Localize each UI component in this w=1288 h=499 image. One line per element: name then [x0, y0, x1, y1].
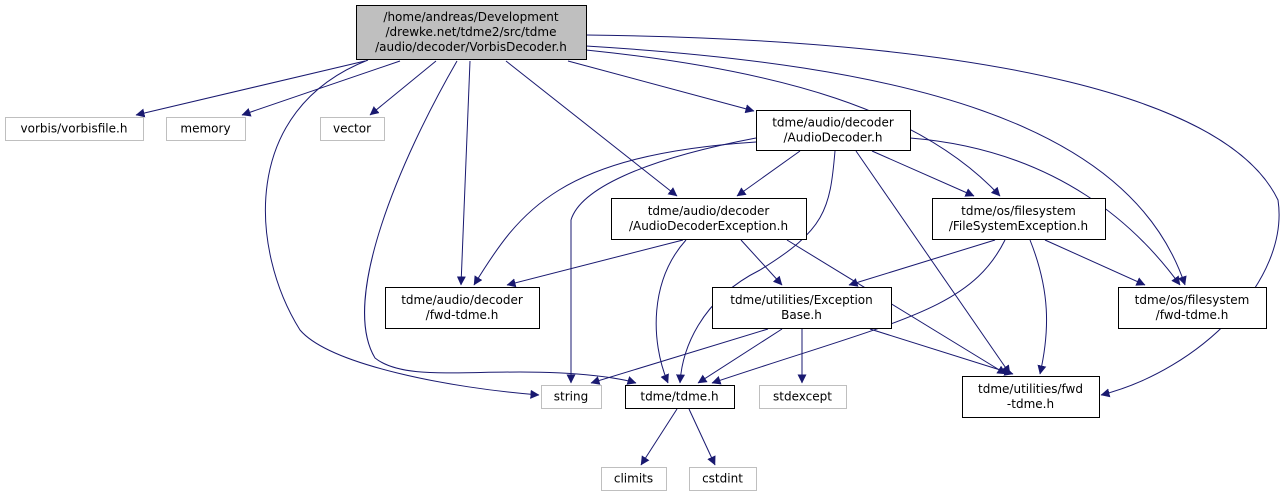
edge-vorbisdecoder-to-audiodecoder	[567, 60, 755, 114]
node-label-line: tdme/tdme.h	[640, 390, 718, 404]
node-box	[1118, 287, 1267, 329]
nodes-layer: /home/andreas/Development/drewke.net/tdm…	[5, 5, 1267, 491]
edge-audiodecoder-to-utilities_fwd	[855, 150, 1011, 375]
edge-vorbisdecoder-to-memory	[241, 60, 401, 117]
edge-vorbisdecoder-to-filesystemexception	[585, 49, 1001, 197]
edge-vorbisdecoder-to-utilities_fwd	[585, 34, 1280, 398]
edge-audiodecoderexception-to-utilities_fwd	[786, 239, 1007, 375]
node-label-line: /drewke.net/tdme2/src/tdme	[385, 25, 556, 39]
edge-vorbisdecoder-to-filesystem_fwd	[585, 45, 1187, 286]
node-label-line: tdme/audio/decoder	[772, 116, 894, 130]
edge-audiodecoderexception-to-exceptionbase	[740, 239, 783, 286]
edge-audiodecoder-to-string	[566, 137, 757, 384]
node-label-line: string	[554, 390, 588, 404]
node-box	[962, 376, 1100, 418]
node-label-line: tdme/audio/decoder	[401, 293, 523, 307]
edge-vorbisdecoder-to-string	[264, 59, 540, 399]
node-box	[601, 467, 667, 491]
node-label-line: memory	[180, 122, 230, 136]
node-decoder_fwd[interactable]: tdme/audio/decoder/fwd-tdme.h	[385, 287, 540, 329]
node-box	[5, 117, 144, 141]
node-box	[611, 198, 807, 240]
edge-tdme-to-climits	[640, 408, 678, 466]
node-label-line: -tdme.h	[1007, 397, 1054, 411]
edge-vorbisdecoder-to-audiodecoderexception	[505, 60, 678, 197]
node-box	[356, 5, 587, 60]
node-label-line: stdexcept	[773, 390, 832, 404]
node-label-line: /fwd-tdme.h	[426, 308, 499, 322]
edge-audiodecoder-to-filesystemexception	[871, 150, 975, 197]
edge-filesystemexception-to-utilities_fwd	[1029, 239, 1048, 375]
edge-audiodecoderexception-to-decoder_fwd	[506, 239, 684, 288]
edge-exceptionbase-to-utilities_fwd	[869, 328, 1014, 376]
node-label-line: vector	[333, 122, 371, 136]
edge-vorbisdecoder-to-vorbisfile	[135, 60, 366, 118]
edge-vorbisdecoder-to-tdme	[364, 60, 637, 385]
node-box	[756, 110, 911, 151]
node-label-line: climits	[614, 472, 653, 486]
node-box	[385, 287, 540, 329]
node-box	[689, 467, 757, 491]
node-box	[932, 198, 1106, 240]
node-label-line: /FileSystemException.h	[949, 219, 1088, 233]
node-label-line: tdme/utilities/fwd	[978, 382, 1083, 396]
edge-filesystemexception-to-filesystem_fwd	[1044, 239, 1146, 286]
node-box	[712, 287, 892, 329]
node-label-line: /AudioDecoder.h	[784, 131, 883, 145]
edge-vorbisdecoder-to-vector	[369, 60, 437, 116]
node-string: string	[541, 385, 602, 409]
edge-tdme-to-cstdint	[688, 408, 716, 466]
node-label-line: /audio/decoder/VorbisDecoder.h	[375, 40, 567, 54]
edge-exceptionbase-to-tdme	[697, 328, 783, 384]
node-label-line: /home/andreas/Development	[383, 10, 558, 24]
node-box	[625, 385, 735, 409]
node-label-line: tdme/utilities/Exception	[730, 293, 873, 307]
edge-filesystemexception-to-exceptionbase	[848, 239, 996, 287]
node-label-line: /AudioDecoderException.h	[629, 219, 788, 233]
edge-audiodecoder-to-audiodecoderexception	[736, 150, 801, 197]
node-label-line: cstdint	[702, 472, 743, 486]
node-label-line: tdme/audio/decoder	[648, 204, 770, 218]
node-box	[541, 385, 602, 409]
node-stdexcept: stdexcept	[759, 385, 847, 409]
node-tdme[interactable]: tdme/tdme.h	[625, 385, 735, 409]
node-label-line: /fwd-tdme.h	[1156, 308, 1229, 322]
node-label-line: tdme/os/filesystem	[961, 204, 1076, 218]
edge-vorbisdecoder-to-decoder_fwd	[456, 60, 471, 286]
node-box	[166, 117, 246, 141]
node-filesystemexception[interactable]: tdme/os/filesystem/FileSystemException.h	[932, 198, 1106, 240]
node-vorbisfile: vorbis/vorbisfile.h	[5, 117, 144, 141]
edge-exceptionbase-to-string	[590, 328, 769, 385]
node-vector: vector	[320, 117, 385, 141]
edge-audiodecoder-to-decoder_fwd	[473, 141, 757, 286]
edge-filesystemexception-to-tdme	[711, 239, 1006, 385]
node-label-line: Base.h	[781, 308, 822, 322]
edge-audiodecoder-to-tdme	[676, 150, 836, 384]
node-audiodecoderexception[interactable]: tdme/audio/decoder/AudioDecoderException…	[611, 198, 807, 240]
node-box	[320, 117, 385, 141]
node-label-line: tdme/os/filesystem	[1135, 293, 1250, 307]
node-audiodecoder[interactable]: tdme/audio/decoder/AudioDecoder.h	[756, 110, 911, 151]
node-memory: memory	[166, 117, 246, 141]
node-filesystem_fwd[interactable]: tdme/os/filesystem/fwd-tdme.h	[1118, 287, 1267, 329]
edge-audiodecoder-to-filesystem_fwd	[909, 137, 1181, 286]
node-vorbisdecoder: /home/andreas/Development/drewke.net/tdm…	[356, 5, 587, 60]
node-label-line: vorbis/vorbisfile.h	[21, 122, 128, 136]
node-box	[759, 385, 847, 409]
edge-audiodecoderexception-to-tdme	[655, 239, 687, 384]
node-utilities_fwd[interactable]: tdme/utilities/fwd-tdme.h	[962, 376, 1100, 418]
node-cstdint: cstdint	[689, 467, 757, 491]
node-climits: climits	[601, 467, 667, 491]
edges-layer	[135, 34, 1280, 466]
